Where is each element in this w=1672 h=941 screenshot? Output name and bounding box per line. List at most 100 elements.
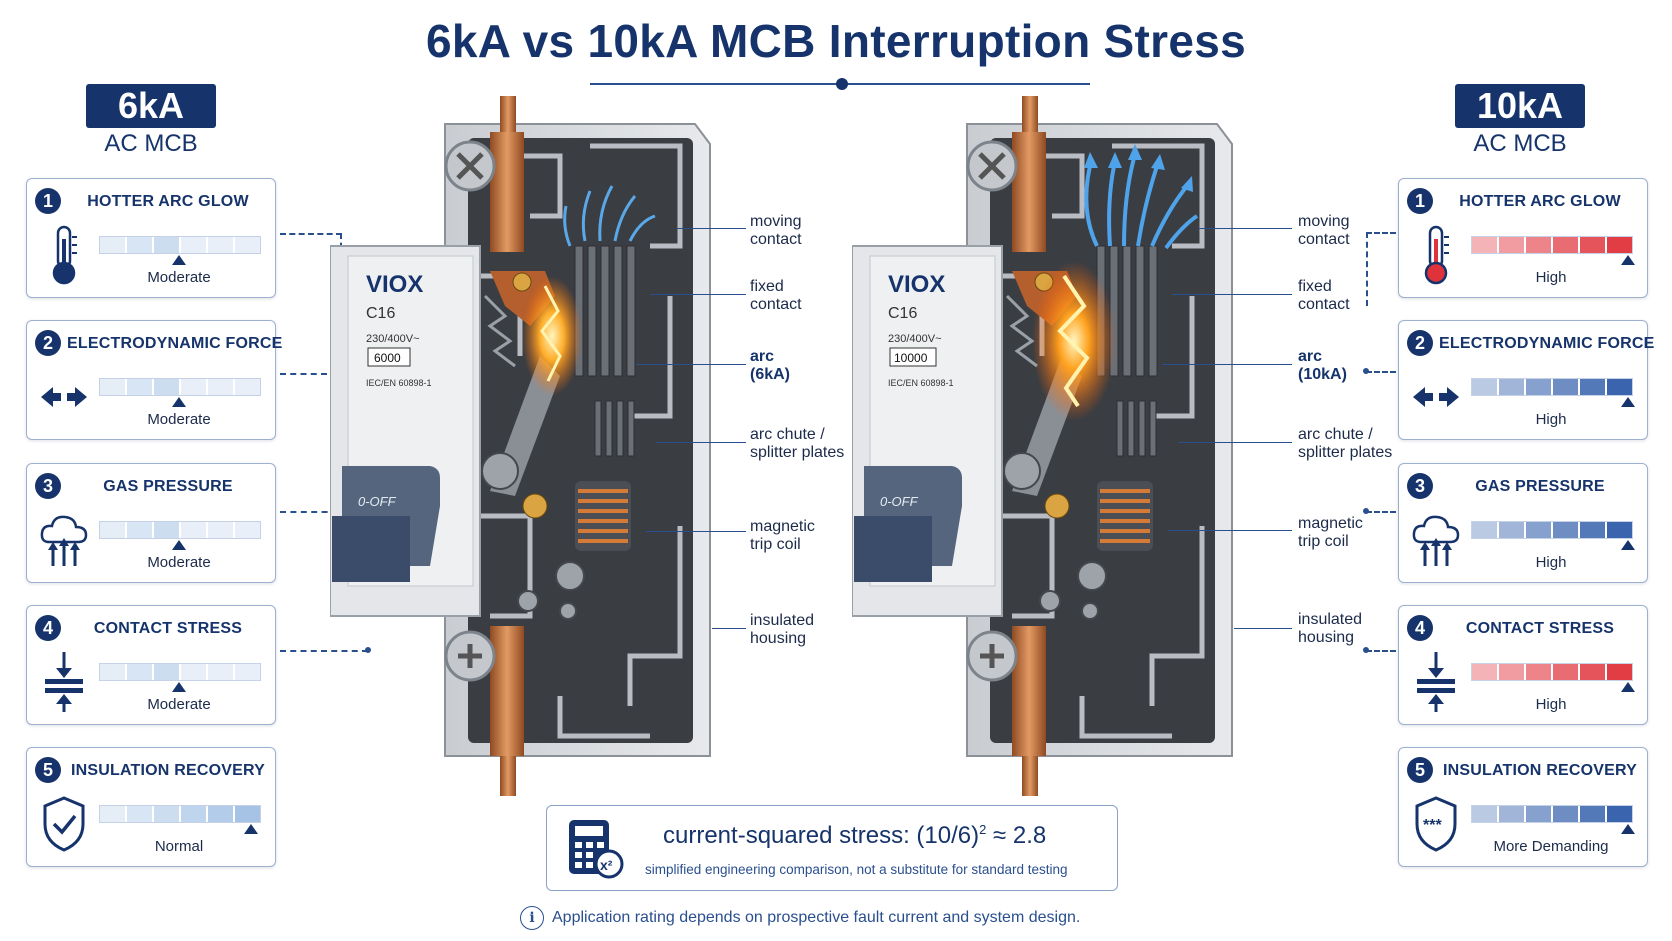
stress-level-label: High (1535, 411, 1567, 428)
stress-level-label: Moderate (147, 411, 211, 428)
meter-segment (1526, 237, 1551, 253)
leader-line-arc (636, 364, 746, 365)
meter-segment (208, 664, 233, 680)
card-title: ELECTRODYNAMIC FORCE (1439, 335, 1655, 352)
meter-segment (1526, 664, 1551, 680)
label-arc-right: arc(10kA) (1298, 348, 1347, 383)
leader-line-magnetic-trip-right (1168, 530, 1292, 531)
card-number-badge: 4 (35, 615, 61, 641)
meter-segment (208, 379, 233, 395)
svg-text:***: *** (1423, 817, 1442, 834)
meter-segment (127, 806, 152, 822)
meter-segment (1499, 379, 1524, 395)
meter-segment (235, 664, 260, 680)
card-number-badge: 1 (35, 188, 61, 214)
gas-flow-arrows (563, 185, 656, 247)
left-subtitle: AC MCB (104, 130, 198, 157)
opposing-arrows-icon (37, 365, 91, 429)
cloud-pressure-icon (1409, 508, 1463, 572)
left-card-4: 4 CONTACT STRESS Moderate (26, 605, 276, 725)
device-rating: C16 (366, 305, 395, 322)
stress-level-label: More Demanding (1493, 838, 1609, 855)
stress-meter (1471, 663, 1633, 681)
meter-pointer (1620, 255, 1635, 265)
device-brand: VIOX (366, 271, 423, 298)
leader-line-insulated-housing (712, 628, 746, 629)
meter-pointer (244, 824, 258, 834)
card-title: CONTACT STRESS (93, 620, 243, 637)
leader-line-arc-chute (656, 442, 746, 443)
meter-segment (1526, 522, 1551, 538)
thermometer-icon (37, 223, 91, 287)
meter-segment (181, 237, 206, 253)
meter-segment (181, 664, 206, 680)
cloud-pressure-icon (37, 508, 91, 572)
meter-segment (100, 664, 125, 680)
leader-line-fixed-contact (650, 294, 746, 295)
meter-segment (127, 664, 152, 680)
stress-level-label: Moderate (147, 696, 211, 713)
device-voltage: 230/400V~ (366, 333, 420, 345)
meter-segment (100, 522, 125, 538)
meter-segment (235, 237, 260, 253)
connector-left-4 (280, 650, 368, 652)
shield-star-icon: *** (1409, 792, 1463, 856)
meter-segment (1526, 806, 1551, 822)
right-rating-badge: 10kA (1455, 84, 1585, 128)
stress-meter (1471, 521, 1633, 539)
device-breaking-capacity: 6000 (374, 351, 401, 365)
leader-line-arc-right (1162, 364, 1292, 365)
meter-segment (1553, 522, 1578, 538)
connector-left-1 (280, 233, 342, 235)
stress-meter (99, 236, 261, 254)
connector-right-3 (1366, 511, 1396, 513)
meter-segment (154, 806, 179, 822)
leader-line-fixed-contact-right (1172, 294, 1292, 295)
meter-pointer (172, 397, 186, 407)
card-number-badge: 3 (1407, 473, 1433, 499)
meter-pointer (1620, 824, 1635, 834)
card-number-badge: 4 (1407, 615, 1433, 641)
thermometer-hot-icon (1409, 223, 1463, 287)
meter-segment (1607, 664, 1632, 680)
meter-segment (1526, 379, 1551, 395)
card-number-badge: 2 (1407, 330, 1433, 356)
meter-pointer (1620, 682, 1635, 692)
device-handle-label: 0-OFF (358, 494, 397, 509)
meter-segment (154, 664, 179, 680)
card-number-badge: 5 (35, 757, 61, 783)
meter-segment (1472, 664, 1497, 680)
stress-level-label: High (1535, 554, 1567, 571)
meter-segment (1499, 806, 1524, 822)
meter-segment (1499, 522, 1524, 538)
meter-segment (154, 379, 179, 395)
meter-segment (1607, 806, 1632, 822)
stress-meter (99, 521, 261, 539)
compress-icon (1409, 650, 1463, 714)
card-title: ELECTRODYNAMIC FORCE (67, 335, 283, 352)
connector-right-2-dot (1363, 368, 1369, 374)
label-arc: arc(6kA) (750, 348, 791, 383)
stress-level-label: Moderate (147, 269, 211, 286)
device-standard: IEC/EN 60898-1 (366, 378, 432, 388)
stress-level-label: High (1535, 696, 1567, 713)
device-voltage: 230/400V~ (888, 333, 942, 345)
meter-segment (1472, 522, 1497, 538)
meter-segment (127, 237, 152, 253)
meter-pointer (1620, 397, 1635, 407)
meter-segment (1553, 806, 1578, 822)
meter-segment (1607, 522, 1632, 538)
meter-pointer (172, 682, 186, 692)
card-title: GAS PRESSURE (103, 478, 233, 495)
meter-segment (181, 522, 206, 538)
connector-right-1-vertical (1366, 232, 1368, 306)
meter-segment (208, 522, 233, 538)
calculator-icon: x² (569, 820, 624, 879)
connector-right-2 (1366, 371, 1396, 373)
